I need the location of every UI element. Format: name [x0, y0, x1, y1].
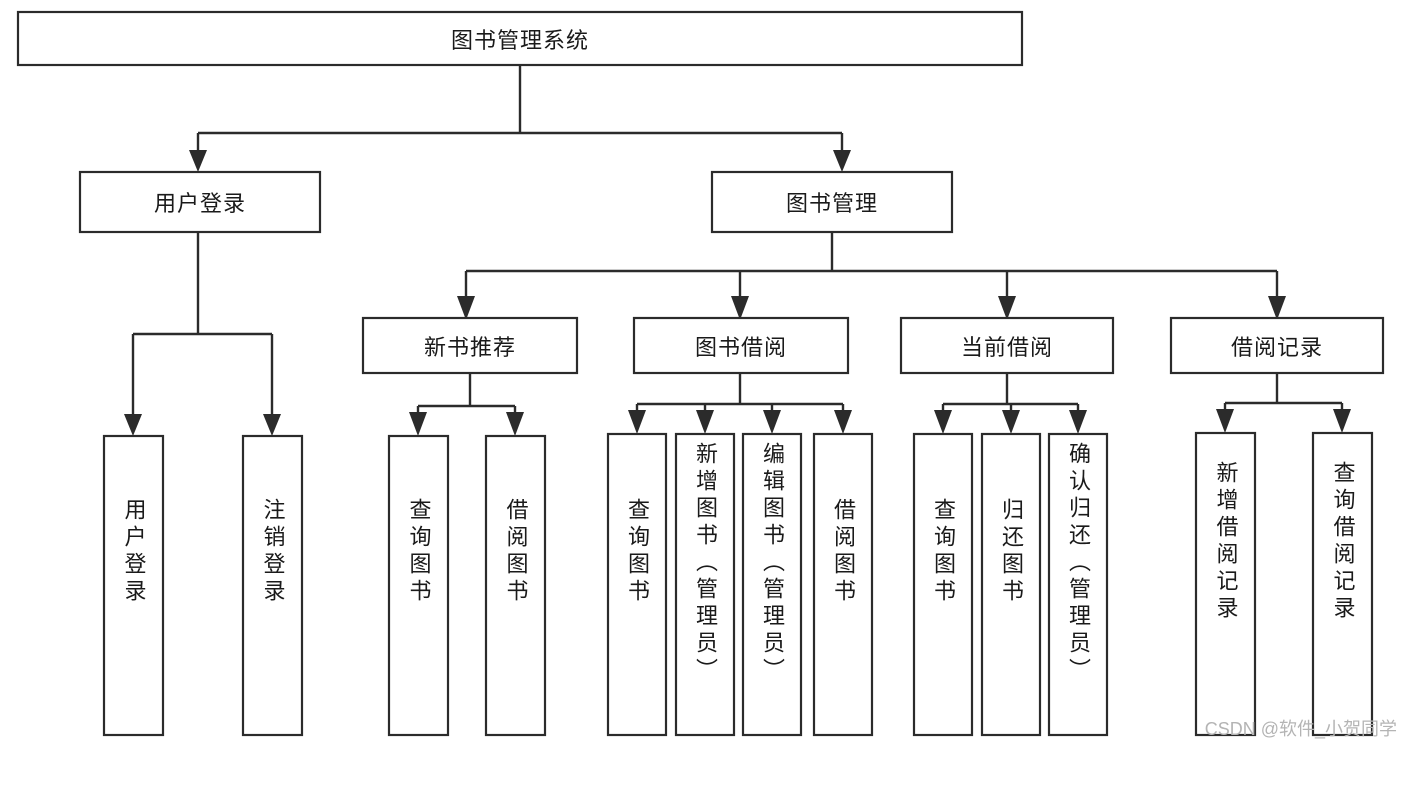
- node-box-book-management[interactable]: [710, 170, 954, 234]
- arrow-head-icon: [189, 150, 207, 172]
- node-box-leaf-query-record[interactable]: [1311, 431, 1374, 737]
- arrow-head-icon: [696, 410, 714, 434]
- connector-borrow-record-to-leaves: [1216, 373, 1351, 433]
- node-box-borrow-record[interactable]: [1169, 316, 1385, 375]
- node-box-current-borrow[interactable]: [899, 316, 1115, 375]
- connector-new-book-recommend-to-leaves: [409, 373, 524, 436]
- arrow-head-icon: [1002, 410, 1020, 434]
- arrow-head-icon: [833, 150, 851, 172]
- node-box-leaf-edit-book[interactable]: [741, 432, 803, 737]
- node-box-book-borrow[interactable]: [632, 316, 850, 375]
- node-box-leaf-borrow-book-2[interactable]: [812, 432, 874, 737]
- arrow-head-icon: [763, 410, 781, 434]
- org-chart-svg: [16, 10, 1385, 737]
- node-box-new-book-recommend[interactable]: [361, 316, 579, 375]
- node-box-leaf-query-book-3[interactable]: [912, 432, 974, 737]
- node-box-leaf-add-record[interactable]: [1194, 431, 1257, 737]
- node-box-leaf-add-book[interactable]: [674, 432, 736, 737]
- connector-book-borrow-to-leaves: [628, 373, 852, 434]
- connector-user-login-to-leaves: [124, 232, 281, 436]
- node-box-user-login[interactable]: [78, 170, 322, 234]
- arrow-head-icon: [1268, 296, 1286, 320]
- node-box-leaf-query-book-2[interactable]: [606, 432, 668, 737]
- arrow-head-icon: [934, 410, 952, 434]
- arrow-head-icon: [731, 296, 749, 320]
- arrow-head-icon: [834, 410, 852, 434]
- connector-book-management-to-level2: [457, 232, 1286, 320]
- arrow-head-icon: [998, 296, 1016, 320]
- node-box-leaf-confirm-return[interactable]: [1047, 432, 1109, 737]
- arrow-head-icon: [409, 412, 427, 436]
- node-box-leaf-logout[interactable]: [241, 434, 304, 737]
- connector-current-borrow-to-leaves: [934, 373, 1087, 434]
- arrow-head-icon: [628, 410, 646, 434]
- arrow-head-icon: [1333, 409, 1351, 433]
- arrow-head-icon: [506, 412, 524, 436]
- node-box-leaf-user-login[interactable]: [102, 434, 165, 737]
- node-box-root[interactable]: [16, 10, 1024, 67]
- arrow-head-icon: [263, 414, 281, 436]
- node-box-leaf-query-book-1[interactable]: [387, 434, 450, 737]
- node-box-leaf-return-book[interactable]: [980, 432, 1042, 737]
- connector-root-to-level1: [189, 64, 851, 172]
- arrow-head-icon: [124, 414, 142, 436]
- arrow-head-icon: [1069, 410, 1087, 434]
- csdn-watermark: CSDN @软件_小贺同学: [1204, 719, 1397, 739]
- diagram-canvas-root: 图书管理系统 用户登录 图书管理 新书推荐 图书借阅 当前借阅 借阅记录 用户登…: [16, 10, 1397, 739]
- arrow-head-icon: [457, 296, 475, 320]
- arrow-head-icon: [1216, 409, 1234, 433]
- node-box-leaf-borrow-book-1[interactable]: [484, 434, 547, 737]
